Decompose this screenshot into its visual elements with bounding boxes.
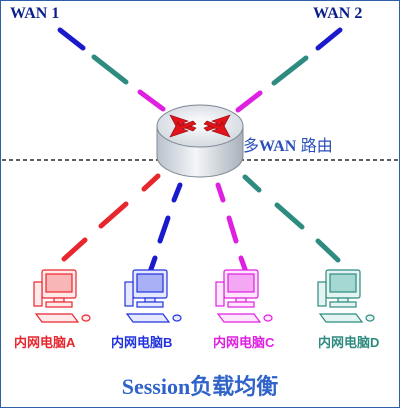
pc-label-a: 内网电脑A bbox=[14, 335, 76, 350]
link-pc-d bbox=[242, 174, 341, 263]
link-pc-c bbox=[215, 182, 249, 275]
wan2-link bbox=[235, 27, 343, 113]
computer-icon-c bbox=[215, 269, 273, 323]
pc-label-c: 内网电脑C bbox=[213, 335, 275, 350]
wan1-link bbox=[57, 27, 166, 112]
computer-icon-a bbox=[33, 269, 91, 323]
pc-label-d: 内网电脑D bbox=[318, 335, 380, 350]
router-label: 多WAN 路由 bbox=[243, 132, 333, 156]
wan1-label: WAN 1 bbox=[10, 5, 60, 22]
computer-icon-b bbox=[124, 269, 182, 323]
footer-title: Session负载均衡 bbox=[121, 374, 279, 399]
router-label-suffix: 路由 bbox=[296, 138, 333, 155]
wan2-label: WAN 2 bbox=[313, 5, 363, 22]
router-icon bbox=[156, 104, 244, 178]
link-pc-a bbox=[61, 173, 161, 262]
router-label-wan: WAN bbox=[259, 138, 297, 155]
router-label-prefix: 多 bbox=[243, 138, 260, 155]
link-pc-b bbox=[147, 182, 183, 275]
computer-icon-d bbox=[317, 269, 375, 323]
pc-label-b: 内网电脑B bbox=[111, 335, 173, 350]
